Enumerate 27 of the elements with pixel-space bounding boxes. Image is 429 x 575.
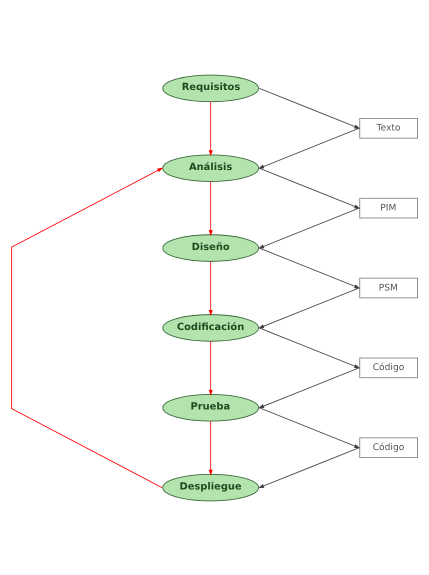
- node-ellipse: Codificación: [162, 314, 260, 342]
- arrow: [258, 446, 360, 488]
- node-ellipse: Requisitos: [162, 74, 260, 102]
- arrow: [258, 247, 360, 288]
- arrow: [258, 287, 360, 328]
- node-box: PIM: [359, 197, 418, 218]
- arrow: [258, 207, 360, 248]
- node-ellipse: Despliegue: [162, 473, 260, 501]
- arrow: [258, 327, 360, 368]
- arrow: [208, 420, 213, 476]
- node-ellipse: Análisis: [162, 154, 260, 182]
- node-ellipse: Diseño: [162, 234, 260, 262]
- arrow: [208, 340, 213, 396]
- arrow: [258, 406, 360, 448]
- node-box: Texto: [359, 118, 418, 138]
- arrow: [208, 180, 213, 236]
- arrow: [208, 260, 213, 316]
- node-box: PSM: [359, 277, 418, 298]
- node-ellipse: Prueba: [162, 394, 260, 422]
- node-box: Código: [359, 436, 418, 458]
- arrow: [258, 167, 360, 208]
- arrow: [258, 127, 360, 168]
- arrow: [11, 167, 164, 488]
- node-box: Código: [359, 357, 418, 378]
- arrow: [258, 87, 360, 128]
- arrow: [258, 366, 360, 408]
- arrow: [208, 100, 213, 156]
